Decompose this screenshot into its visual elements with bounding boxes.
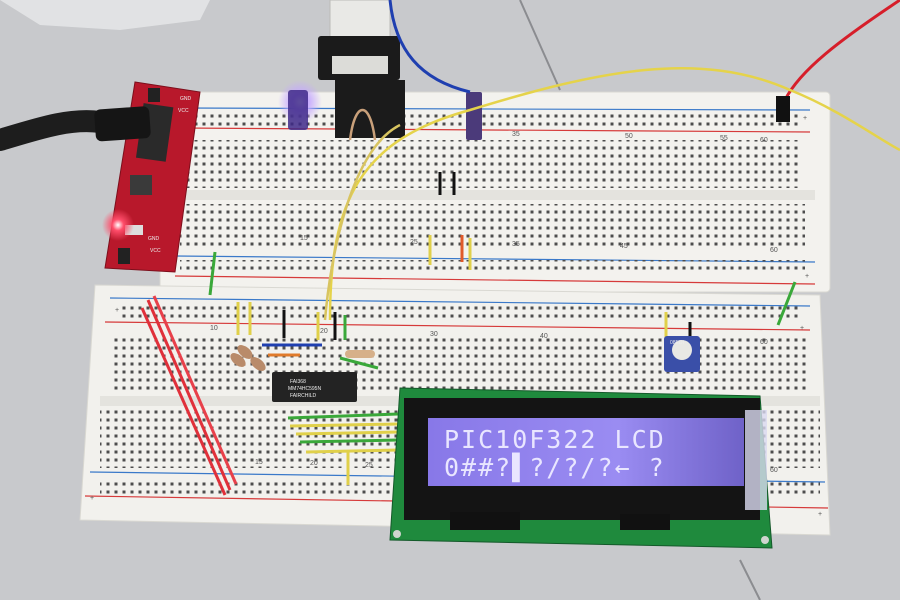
capacitors (230, 345, 266, 371)
tan-wire (348, 108, 377, 141)
svg-text:25: 25 (410, 239, 418, 246)
yellow-wire-short (323, 123, 401, 321)
blue-wire (388, 0, 471, 94)
status-led-module (288, 90, 308, 130)
svg-text:15: 15 (255, 459, 263, 466)
svg-text:+: + (115, 307, 119, 314)
svg-text:35: 35 (512, 241, 520, 248)
top-breadboard: + + 35 50 55 60 15 25 35 45 60 (159, 91, 831, 293)
svg-text:30: 30 (430, 331, 438, 338)
svg-text:50: 50 (625, 133, 633, 140)
svg-text:55: 55 (720, 135, 728, 142)
svg-text:+: + (800, 325, 804, 332)
power-label-vcc-bottom: VCC (150, 248, 161, 254)
svg-text:60: 60 (760, 339, 768, 346)
power-label-vcc-top: VCC (178, 108, 189, 114)
power-label-gnd-top: GND (180, 96, 192, 102)
red-wire-plug (776, 96, 790, 122)
svg-text:+: + (805, 273, 809, 280)
lcd-module: PIC10F322 LCD 0##?▌?/?/?← ? (389, 387, 773, 549)
bottom-jumper-wires (140, 295, 399, 496)
pushbutton-module (466, 92, 482, 140)
svg-text:15: 15 (300, 235, 308, 242)
plastic-bag (0, 0, 210, 30)
svg-text:45: 45 (620, 243, 628, 250)
shift-register-ic: FAI368 MM74HC595N FAIRCHILD (272, 372, 357, 402)
svg-text:35: 35 (512, 131, 520, 138)
svg-text:+: + (818, 511, 822, 518)
potentiometer: 08EDI (664, 312, 700, 372)
svg-text:10: 10 (210, 325, 218, 332)
ic-marking-line2: MM74HC595N (288, 386, 321, 392)
lcd-line-1: PIC10F322 LCD (444, 425, 666, 454)
ic-marking-line1: FAI368 (290, 379, 306, 385)
svg-text:60: 60 (760, 137, 768, 144)
power-label-gnd-bottom: GND (148, 236, 160, 242)
svg-text:+: + (90, 495, 94, 502)
resistor (345, 350, 375, 358)
top-jumper-wires (208, 172, 797, 326)
svg-text:60: 60 (770, 247, 778, 254)
svg-text:+: + (803, 115, 807, 122)
lcd-line-2: 0##?▌?/?/?← ? (444, 452, 666, 483)
pot-label: 08EDI (670, 340, 684, 346)
svg-text:20: 20 (320, 328, 328, 335)
table-seam (519, 0, 761, 600)
svg-text:40: 40 (540, 333, 548, 340)
barrel-power-cable (0, 110, 111, 151)
barrel-plug (94, 106, 151, 142)
svg-text:60: 60 (770, 467, 778, 474)
svg-text:25: 25 (365, 462, 373, 469)
svg-text:20: 20 (310, 460, 318, 467)
ic-marking-line3: FAIRCHILD (290, 393, 317, 399)
